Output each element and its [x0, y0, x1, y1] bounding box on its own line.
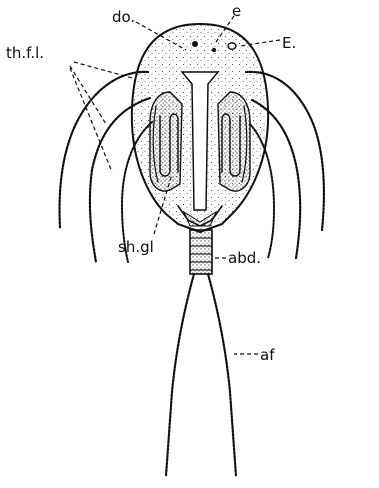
label-thoracic-filaments: th.f.l. [6, 44, 44, 62]
label-dorsal-organ: do. [112, 8, 135, 26]
label-eye-small: e [232, 2, 241, 20]
abdominal-filaments [166, 274, 236, 476]
label-eye-large: E. [282, 34, 296, 52]
label-abdominal-filaments: af [260, 346, 275, 364]
shell-gland-left [150, 92, 182, 191]
carapace [132, 24, 268, 232]
shell-gland-right [218, 92, 250, 191]
label-abdomen: abd. [228, 249, 261, 267]
nauplius-eye [212, 48, 216, 52]
dorsal-organ-mark [192, 41, 198, 47]
label-shell-gland: sh.gl [118, 238, 154, 256]
abdomen [190, 230, 212, 274]
